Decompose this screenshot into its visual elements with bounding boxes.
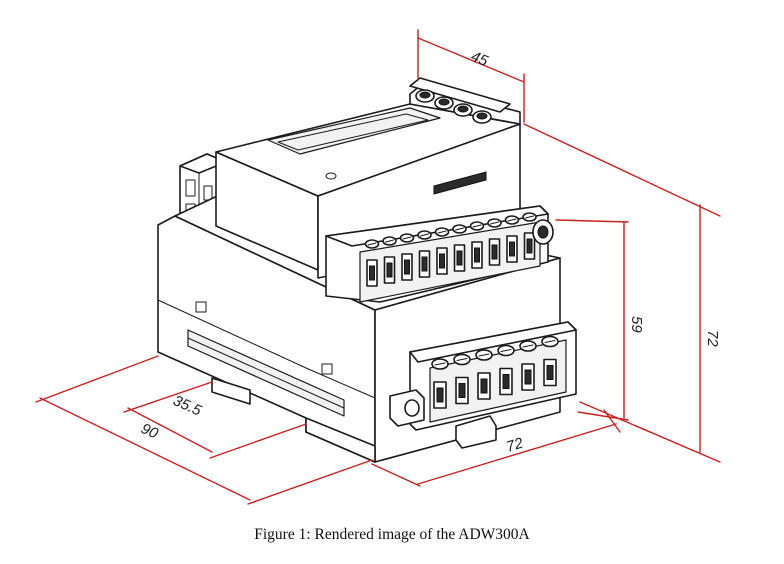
terminal-screw [399, 233, 415, 243]
dimension-45: 45 [417, 29, 525, 123]
terminal-slot [523, 232, 536, 260]
terminal-slot [521, 363, 535, 391]
dimension-label-35-5: 35.5 [170, 392, 204, 420]
terminal-slot [499, 367, 513, 396]
terminal-screw [453, 353, 471, 366]
terminal-slot [488, 238, 501, 266]
middle-terminal-slots [366, 232, 536, 287]
button-3[interactable] [453, 103, 473, 117]
terminal-screw [452, 224, 467, 234]
terminal-screw [497, 344, 515, 357]
terminal-slot [506, 235, 518, 263]
front-terminal-block [389, 321, 577, 449]
terminal-screw [382, 236, 397, 246]
terminal-screw [469, 221, 485, 231]
button-2[interactable] [434, 96, 454, 110]
dimension-90: 90 [35, 355, 373, 505]
terminal-slot [455, 376, 469, 405]
terminal-screw [417, 230, 432, 240]
terminal-slot [477, 372, 491, 400]
device-drawing: 45 72 59 72 [35, 29, 721, 505]
terminal-slot [418, 250, 431, 278]
terminal-slot [471, 241, 483, 269]
dimension-label-59: 59 [628, 316, 645, 333]
terminal-screw [541, 335, 559, 348]
button-1[interactable] [415, 89, 435, 103]
button-4[interactable] [472, 110, 492, 124]
terminal-slot [436, 247, 448, 275]
terminal-slot [401, 253, 413, 281]
dimension-label-72-height: 72 [704, 330, 721, 347]
terminal-screw [519, 340, 537, 352]
dimension-label-45: 45 [469, 48, 491, 70]
dimension-lines: 45 72 59 72 [35, 29, 721, 505]
dimension-59: 59 [555, 219, 645, 421]
terminal-screw [487, 218, 502, 228]
terminal-slot [543, 358, 557, 387]
figure-caption: Figure 1: Rendered image of the ADW300A [254, 526, 530, 543]
device-body [157, 77, 577, 463]
middle-terminal-block [325, 205, 554, 303]
terminal-screw [434, 227, 450, 237]
top-buttons [415, 89, 492, 124]
middle-terminal-screws [364, 212, 537, 249]
front-terminal-slots [433, 358, 557, 409]
terminal-screw [364, 239, 380, 249]
dimension-label-72-width: 72 [504, 434, 526, 455]
dimension-72-height: 72 [523, 123, 721, 463]
terminal-screw [522, 212, 537, 222]
terminal-screw [475, 349, 493, 361]
terminal-screw [431, 358, 449, 370]
dimension-72-width: 72 [371, 409, 621, 487]
front-terminal-screws [431, 335, 559, 370]
terminal-slot [366, 259, 378, 287]
terminal-slot [453, 244, 466, 272]
terminal-slot [383, 256, 396, 284]
dimension-label-90: 90 [138, 420, 161, 443]
terminal-slot [433, 381, 447, 409]
terminal-screw [504, 215, 520, 225]
